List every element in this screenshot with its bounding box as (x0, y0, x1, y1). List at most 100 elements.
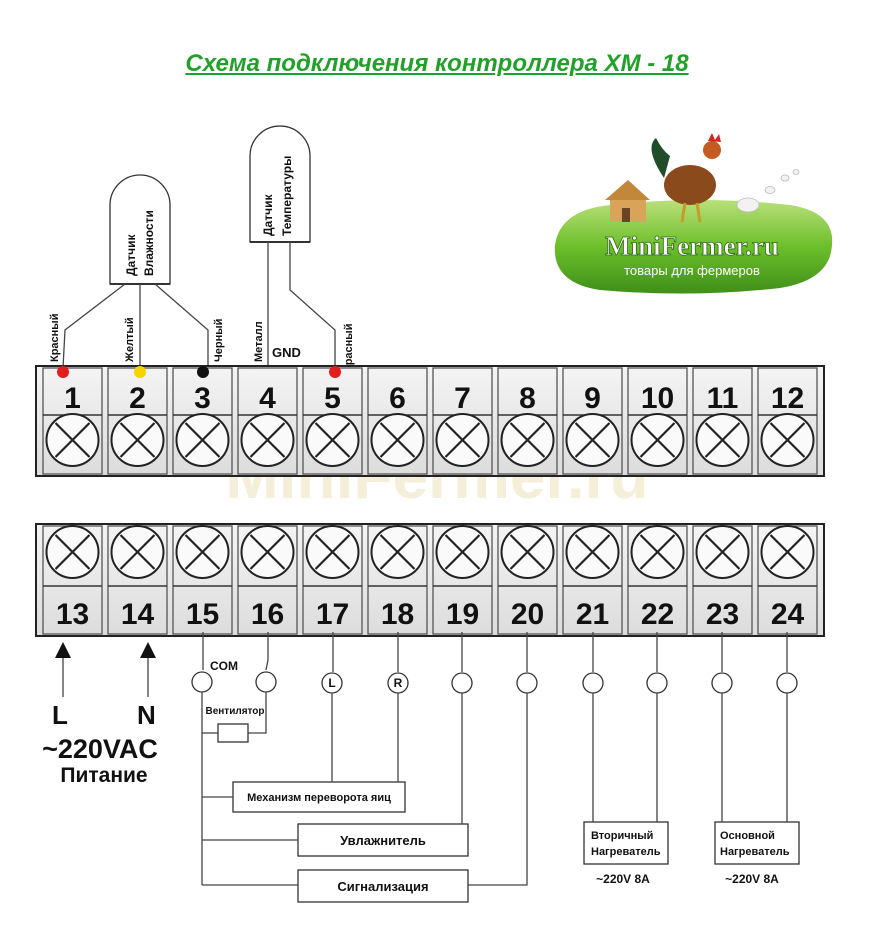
logo-tagline: товары для фермеров (624, 263, 760, 278)
terminal-number: 1 (64, 382, 81, 415)
terminal-19: 19 (432, 525, 493, 635)
terminal-number: 4 (259, 382, 276, 415)
terminal-number: 10 (641, 382, 674, 415)
terminal-screw-icon (45, 413, 100, 467)
terminal-18: 18 (367, 525, 428, 635)
terminal-screw-icon (175, 413, 230, 467)
terminal-1: 1 (42, 367, 103, 475)
arrow-up-icon (55, 642, 71, 658)
terminal-24: 24 (757, 525, 818, 635)
hens-icon (736, 169, 800, 213)
connector-l-label: L (328, 676, 335, 690)
temperature-sensor: Датчик Температуры (249, 125, 311, 243)
wire-label-yellow: Желтый (124, 317, 136, 363)
humidifier-label: Увлажнитель (340, 833, 426, 848)
terminal-12: 12 (757, 367, 818, 475)
fan-label: Вентилятор (205, 706, 264, 717)
sensor-wires (62, 242, 336, 390)
main-heater-rating: ~220V 8A (725, 872, 779, 886)
humidity-sensor: Датчик Влажности (109, 174, 171, 285)
terminal-number: 12 (771, 382, 804, 415)
connector-r-label: R (394, 676, 403, 690)
wire-label-red-1: Красный (49, 314, 61, 362)
connector-22 (646, 672, 668, 694)
secondary-heater-label-2: Нагреватель (591, 846, 661, 858)
terminal-number: 14 (121, 598, 155, 631)
terminal-screw-icon (435, 413, 490, 467)
secondary-heater-label-1: Вторичный (591, 830, 653, 842)
terminal-8: 8 (497, 367, 558, 475)
terminal-17: 17 (302, 525, 363, 635)
terminal-16: 16 (237, 525, 298, 635)
terminal-number: 16 (251, 598, 284, 631)
secondary-heater-box (583, 821, 669, 865)
terminal-number: 3 (194, 382, 211, 415)
terminal-screw-icon (305, 525, 360, 579)
power-n-label: N (137, 700, 156, 730)
terminal-screw-icon (760, 413, 815, 467)
connector-com (191, 671, 213, 693)
terminal-number: 23 (706, 598, 739, 631)
wire-dot-red-2 (329, 366, 341, 378)
humidity-sensor-label-2: Влажности (142, 210, 156, 276)
minifermer-logo: MiniFermer.ru товары для фермеров (554, 133, 833, 294)
terminal-number: 21 (576, 598, 609, 631)
temperature-sensor-label-1: Датчик (261, 194, 275, 236)
terminal-number: 9 (584, 382, 601, 415)
terminal-screw-icon (370, 413, 425, 467)
terminal-number: 22 (641, 598, 674, 631)
wire-label-red-2: Красный (343, 324, 355, 372)
terminal-number: 11 (707, 382, 739, 415)
connector-20 (516, 672, 538, 694)
terminal-number: 6 (389, 382, 406, 415)
terminal-screw-icon (110, 413, 165, 467)
terminal-number: 2 (129, 382, 146, 415)
terminal-20: 20 (497, 525, 558, 635)
terminal-9: 9 (562, 367, 623, 475)
farmhouse-icon (605, 180, 650, 222)
temperature-sensor-label-2: Температуры (280, 156, 294, 236)
terminal-screw-icon (565, 413, 620, 467)
power-voltage: ~220VAC (42, 734, 158, 764)
terminal-7: 7 (432, 367, 493, 475)
output-wiring: COM L R Вентилятор Механизм переворота я… (191, 632, 800, 903)
rooster-icon (651, 133, 721, 223)
terminal-number: 5 (324, 382, 341, 415)
terminal-number: 24 (771, 598, 805, 631)
wire-label-black: Черный (213, 319, 225, 362)
terminal-number: 17 (316, 598, 349, 631)
connector-23 (711, 672, 733, 694)
power-l-label: L (52, 700, 68, 730)
egg-turner-box (232, 781, 406, 813)
terminal-14: 14 (107, 525, 168, 635)
terminal-number: 20 (511, 598, 544, 631)
logo-brand: MiniFermer.ru (605, 231, 779, 261)
terminal-screw-icon (695, 525, 750, 579)
terminal-screw-icon (240, 413, 295, 467)
terminal-number: 19 (446, 598, 479, 631)
terminal-screw-icon (110, 525, 165, 579)
terminal-screw-icon (305, 413, 360, 467)
main-heater-label-2: Нагреватель (720, 846, 790, 858)
alarm-label: Сигнализация (337, 879, 428, 894)
terminal-screw-icon (565, 525, 620, 579)
power-input: L N ~220VAC Питание (42, 642, 158, 787)
terminal-15: 15 (172, 525, 233, 635)
terminal-number: 18 (381, 598, 414, 631)
terminal-screw-icon (435, 525, 490, 579)
connector-21 (582, 672, 604, 694)
terminal-2: 2 (107, 367, 168, 475)
alarm-box (297, 869, 469, 903)
power-label: Питание (60, 764, 147, 787)
connector-24 (776, 672, 798, 694)
arrow-up-icon (140, 642, 156, 658)
terminal-6: 6 (367, 367, 428, 475)
terminal-3: 3 (172, 367, 233, 475)
terminal-screw-icon (630, 525, 685, 579)
connector-com-label: COM (210, 659, 238, 673)
egg-turner-label: Механизм переворота яиц (247, 792, 391, 804)
terminal-5: 5 (302, 367, 363, 475)
